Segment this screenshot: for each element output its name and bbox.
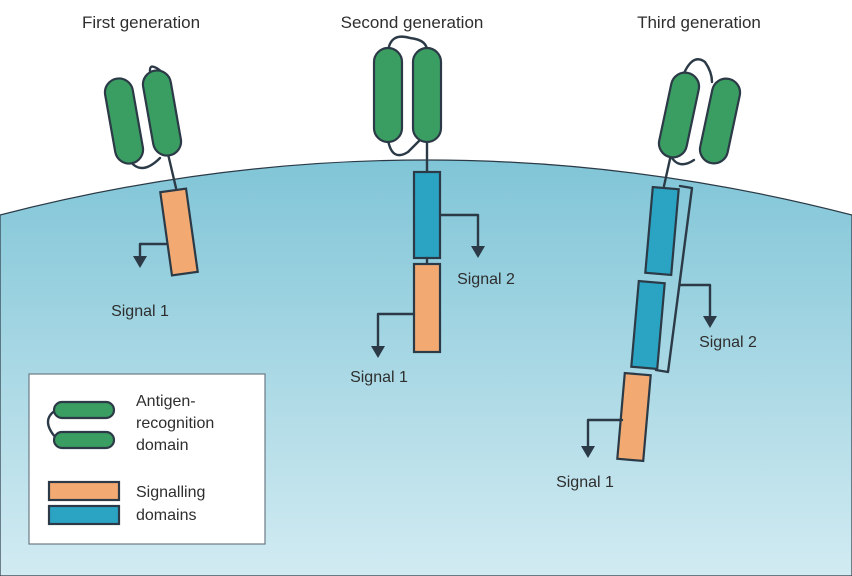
legend-antigen-line1: Antigen- bbox=[136, 393, 196, 410]
hinge-line bbox=[166, 152, 178, 190]
second-generation-title: Second generation bbox=[341, 13, 484, 32]
legend-antigen-icon-top bbox=[52, 400, 116, 420]
scfv-linker bbox=[386, 35, 429, 54]
third-signal-2-label: Signal 2 bbox=[699, 334, 757, 351]
second-generation-receptor: Signal 2 Signal 1 bbox=[350, 35, 515, 386]
scfv-linker-bottom bbox=[386, 138, 422, 157]
third-generation-title: Third generation bbox=[637, 13, 761, 32]
antigen-recognition-domain-a bbox=[657, 71, 701, 159]
legend-signalling-line2: domains bbox=[136, 507, 196, 524]
signal-2-arrowhead bbox=[703, 316, 717, 328]
legend-antigen-icon-bottom bbox=[52, 430, 116, 450]
antigen-recognition-domain-b bbox=[698, 77, 742, 165]
signal-1-arrow bbox=[586, 418, 624, 450]
antigen-recognition-domain-a bbox=[372, 46, 404, 144]
legend-antigen-line3: domain bbox=[136, 437, 188, 454]
signal-2-arrowhead bbox=[471, 246, 485, 258]
legend-costim-swatch bbox=[47, 504, 121, 526]
first-generation-title: First generation bbox=[82, 13, 200, 32]
costim-bracket bbox=[654, 184, 694, 374]
scfv-linker bbox=[680, 58, 714, 84]
antigen-recognition-domain-b bbox=[411, 46, 443, 144]
signalling-domain bbox=[159, 187, 199, 277]
signalling-domain bbox=[412, 262, 442, 354]
first-signal-1-label: Signal 1 bbox=[111, 303, 169, 320]
signal-1-arrow bbox=[138, 242, 168, 260]
legend-antigen-line2: recognition bbox=[136, 415, 214, 432]
signal-1-arrow bbox=[376, 312, 416, 350]
costimulatory-domain bbox=[412, 170, 442, 260]
legend-signal-swatch bbox=[47, 480, 121, 502]
second-signal-2-label: Signal 2 bbox=[457, 271, 515, 288]
signal-1-arrowhead bbox=[133, 256, 147, 268]
legend-signalling-line1: Signalling bbox=[136, 484, 205, 501]
costimulatory-domain-2 bbox=[630, 279, 666, 371]
legend: Antigen- recognition domain Signalling d… bbox=[28, 373, 266, 545]
signal-1-arrowhead bbox=[371, 346, 385, 358]
third-signal-1-label: Signal 1 bbox=[556, 474, 614, 491]
signalling-domain bbox=[616, 371, 652, 463]
costimulatory-domain-1 bbox=[644, 185, 680, 277]
second-signal-1-label: Signal 1 bbox=[350, 369, 408, 386]
antigen-recognition-domain-b bbox=[141, 69, 183, 157]
signal-2-arrow bbox=[438, 213, 480, 250]
first-generation-receptor: Signal 1 bbox=[103, 65, 199, 320]
third-generation-receptor: Signal 2 Signal 1 bbox=[556, 58, 757, 491]
signal-1-arrowhead bbox=[581, 446, 595, 458]
antigen-recognition-domain-a bbox=[103, 77, 145, 165]
signal-2-arrow bbox=[678, 283, 712, 320]
